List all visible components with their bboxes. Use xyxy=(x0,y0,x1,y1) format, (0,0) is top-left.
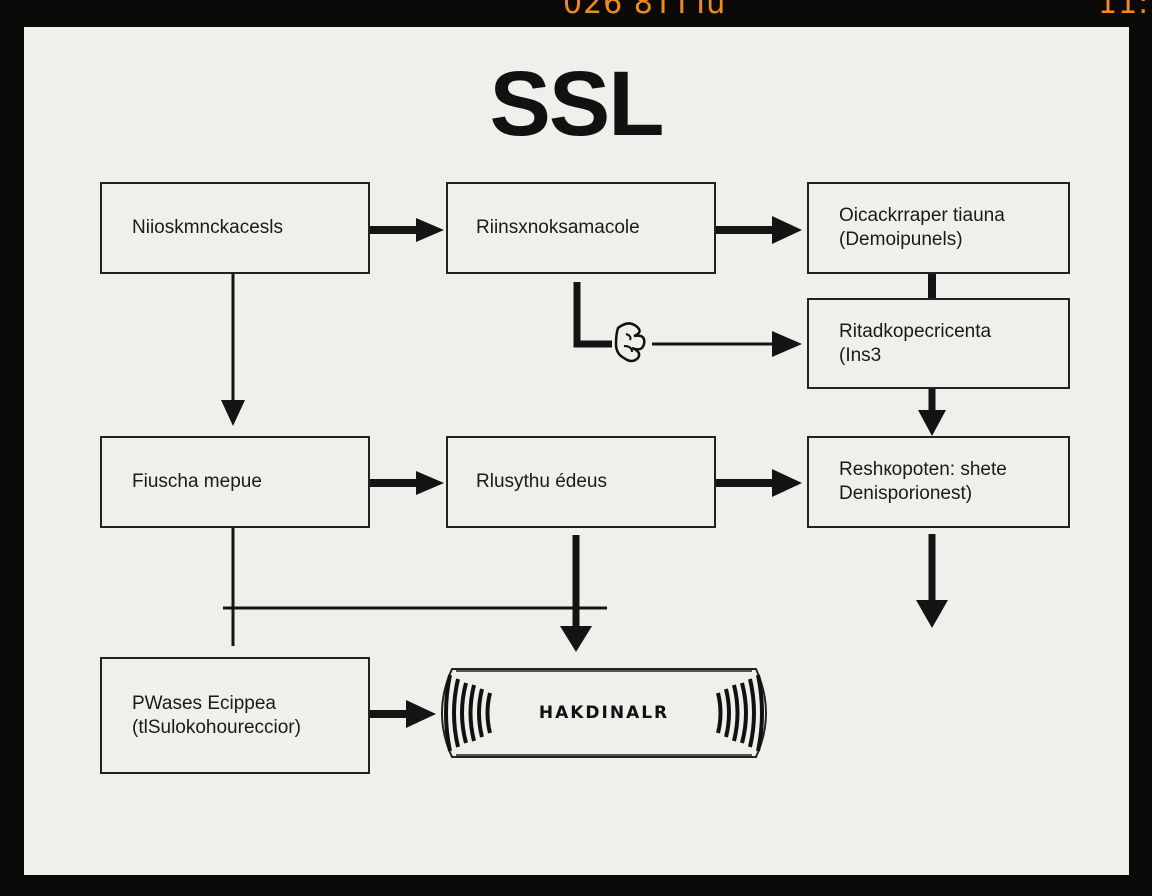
edge-n4-n7 xyxy=(918,388,946,436)
diagram-title: SSL xyxy=(489,53,665,155)
node-label: Reshкopoten: shete Denisporionest) xyxy=(839,459,1007,504)
banner-node[interactable]: HAKDINALR xyxy=(432,667,776,759)
edge-n2-n4 xyxy=(573,282,802,357)
banner-scroll-icon xyxy=(441,668,767,758)
node-n8[interactable]: PWases Ecippea (tlSulokohoureccior) xyxy=(100,657,370,774)
edge-n5-n6 xyxy=(370,471,444,495)
edge-n1-n2 xyxy=(370,218,444,242)
node-label: Fiuscha mepue xyxy=(132,471,262,492)
node-n6[interactable]: Rlusythu édeus xyxy=(446,436,716,528)
edge-n6-banner xyxy=(560,535,592,652)
edge-n7-down xyxy=(916,534,948,628)
edge-n8-banner xyxy=(370,700,436,728)
node-label: Niioskmnckacesls xyxy=(132,217,283,238)
node-n3[interactable]: Oiсackrraper tiauna (Demoipunels) xyxy=(807,182,1070,274)
edge-n2-n3 xyxy=(716,216,802,244)
clock-readout: 11:10 xyxy=(1098,0,1152,21)
node-label: Ritadkopecricenta (Ins3 xyxy=(839,320,992,366)
banner-label: HAKDINALR xyxy=(538,703,670,723)
edge-n6-n7 xyxy=(716,469,802,497)
hand-icon xyxy=(614,322,646,363)
node-n2[interactable]: Riinsxnoksamacole xyxy=(446,182,716,274)
node-label: Rlusythu édeus xyxy=(476,471,607,492)
edge-n1-n5 xyxy=(221,274,245,426)
edge-bus xyxy=(223,528,607,646)
node-n1[interactable]: Niioskmnckacesls xyxy=(100,182,370,274)
node-label: PWases Ecippea (tlSulokohoureccior) xyxy=(132,692,301,738)
node-label: Oiсackrraper tiauna (Demoipunels) xyxy=(839,205,1005,250)
node-n5[interactable]: Fiuscha mepue xyxy=(100,436,370,528)
node-label: Riinsxnoksamacole xyxy=(476,217,640,238)
status-readout: 026 8TTTu xyxy=(563,0,727,21)
node-n7[interactable]: Reshкopoten: shete Denisporionest) xyxy=(807,436,1070,528)
node-n4[interactable]: Ritadkopecricenta (Ins3 xyxy=(807,298,1070,389)
